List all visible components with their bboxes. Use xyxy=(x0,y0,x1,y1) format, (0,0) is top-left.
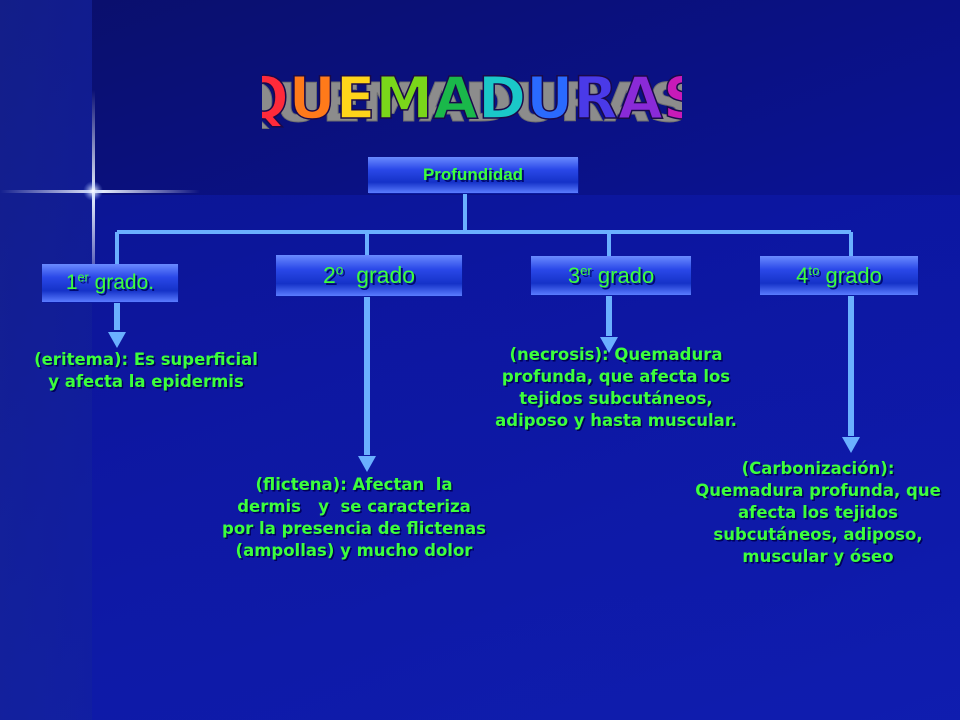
grade-3-label: 3er grado xyxy=(567,262,655,288)
grade-2-label: 2o grado xyxy=(322,262,416,288)
title-text: QUEMADURAS xyxy=(262,64,682,132)
grade-1-description: (eritema): Es superficial y afecta la ep… xyxy=(34,350,258,391)
title-shadow: QUEMADURAS xyxy=(262,72,682,134)
left-panel-background xyxy=(0,0,92,720)
arrow-head-grade-4 xyxy=(842,437,860,453)
grade-2-box: 2o grado xyxy=(276,255,462,296)
sparkle-decoration xyxy=(0,90,200,300)
grade-3-box: 3er grado xyxy=(531,256,691,295)
grade-4-description: (Carbonización): Quemadura profunda, que… xyxy=(695,459,941,566)
grade-1-label: 1er grado. xyxy=(65,270,155,294)
grade-2-description: (flictena): Afectan la dermis y se carac… xyxy=(222,475,486,560)
arrow-head-grade-2 xyxy=(358,456,376,472)
title-wordart: QUEMADURAS QUEMADURAS xyxy=(262,63,682,135)
arrow-head-grade-1 xyxy=(108,332,126,348)
root-label: Profundidad xyxy=(422,165,524,184)
grade-4-label: 4to grado xyxy=(796,262,882,288)
root-node-profundidad: Profundidad xyxy=(368,157,578,193)
grade-4-box: 4to grado xyxy=(760,256,918,295)
arrow-head-grade-3 xyxy=(600,337,618,353)
grade-1-box: 1er grado. xyxy=(42,264,178,302)
grade-3-description: (necrosis): Quemadura profunda, que afec… xyxy=(495,345,737,430)
